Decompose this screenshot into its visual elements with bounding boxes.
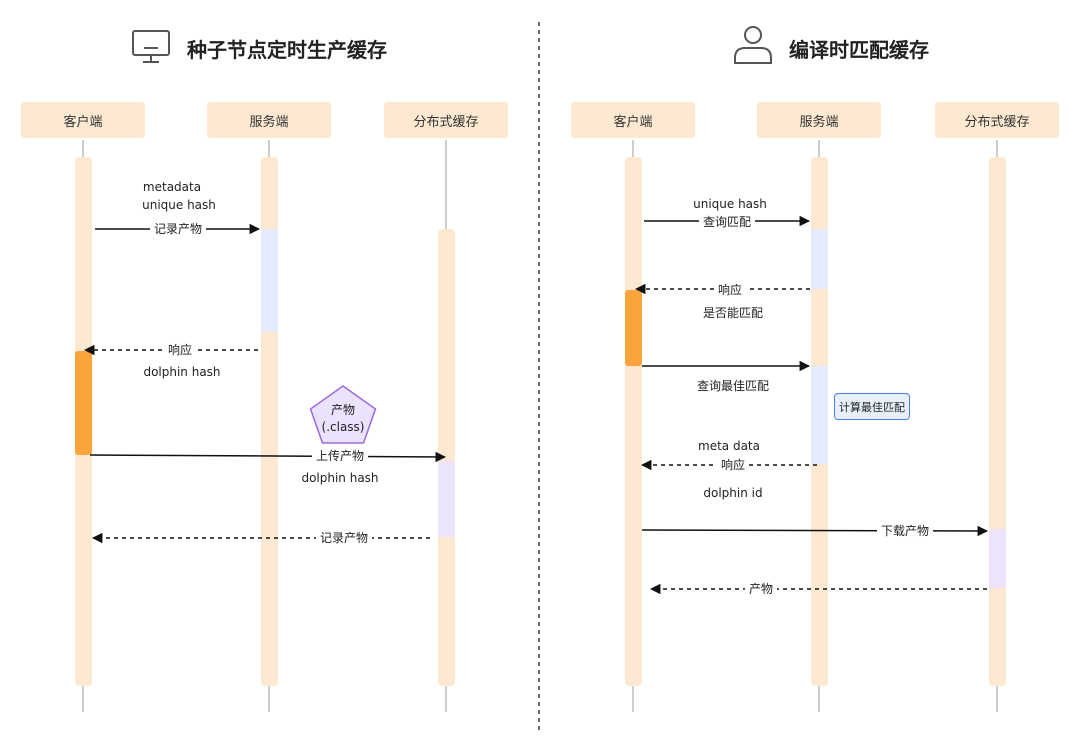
pentagon-label-line2: (.class) <box>321 420 365 434</box>
activation-server-right-2 <box>811 366 828 464</box>
msg-response-meta: 响应 <box>716 457 750 473</box>
activation-client-right <box>625 290 642 366</box>
lifeline-bar-client-right <box>625 157 642 686</box>
monitor-icon <box>132 30 170 63</box>
activation-server-right-1 <box>811 229 828 289</box>
note-compute-best-match: 计算最佳匹配 <box>834 393 910 420</box>
activation-cache-right <box>989 529 1006 588</box>
actor-server-left: 服务端 <box>207 102 331 138</box>
pentagon-label-line1: 产物 <box>330 403 355 417</box>
msg-query-match: 查询匹配 <box>698 214 756 230</box>
msg-response-match: 响应 <box>713 282 747 298</box>
artifact-pentagon <box>309 385 377 444</box>
msg-upload-artifact: 上传产物 <box>311 448 369 464</box>
activation-server-left <box>261 229 278 332</box>
msg-unique-hash: unique hash <box>142 198 216 212</box>
activation-client-left <box>75 351 92 455</box>
right-panel-title: 编译时匹配缓存 <box>789 38 929 62</box>
msg-unique-hash-right: unique hash <box>693 197 767 211</box>
activation-cache-left <box>438 461 455 537</box>
msg-response-left: 响应 <box>163 342 197 358</box>
msg-record-artifact: 记录产物 <box>149 221 207 237</box>
actor-cache-right: 分布式缓存 <box>935 102 1059 138</box>
msg-artifact-return: 产物 <box>744 581 778 597</box>
actor-client-left: 客户端 <box>21 102 145 138</box>
msg-can-match: 是否能匹配 <box>702 306 764 320</box>
msg-metadata: metadata <box>142 180 202 194</box>
actor-server-right: 服务端 <box>757 102 881 138</box>
msg-download-artifact: 下载产物 <box>876 523 934 539</box>
msg-dolphin-hash-upload: dolphin hash <box>301 471 379 485</box>
msg-query-best-match: 查询最佳匹配 <box>696 379 770 393</box>
arrow-download-artifact <box>641 525 989 537</box>
lifeline-bar-cache-right <box>989 157 1006 686</box>
user-icon <box>734 26 772 64</box>
msg-dolphin-id: dolphin id <box>703 486 763 500</box>
arrow-upload-artifact <box>89 451 447 463</box>
msg-meta-data: meta data <box>698 439 760 453</box>
left-panel-title: 种子节点定时生产缓存 <box>187 38 387 62</box>
actor-cache-left: 分布式缓存 <box>384 102 508 138</box>
msg-dolphin-hash-left: dolphin hash <box>143 365 221 379</box>
pentagon-label: 产物 (.class) <box>307 402 379 436</box>
msg-record-artifact-return: 记录产物 <box>315 530 373 546</box>
lifeline-bar-cache-left <box>438 229 455 686</box>
actor-client-right: 客户端 <box>571 102 695 138</box>
